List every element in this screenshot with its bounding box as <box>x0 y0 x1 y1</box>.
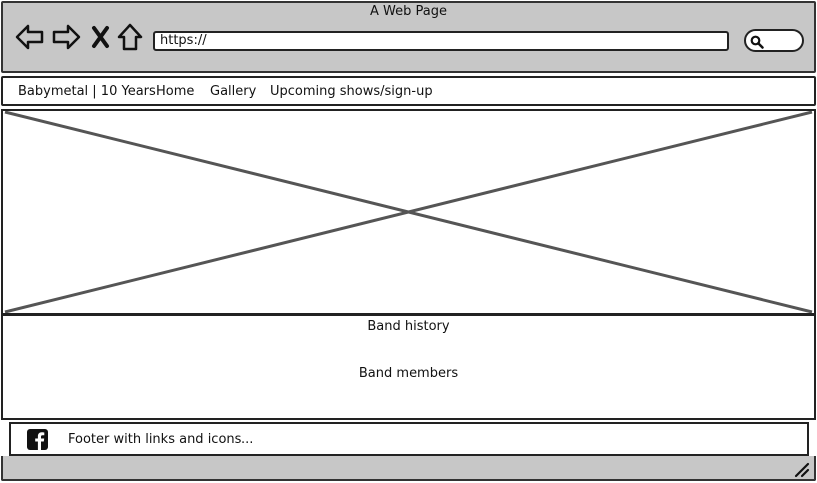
search-icon <box>750 35 764 49</box>
close-icon[interactable] <box>89 22 119 52</box>
hero-image-placeholder <box>1 109 816 315</box>
band-members-heading: Band members <box>358 366 459 381</box>
back-arrow-icon[interactable] <box>15 22 45 52</box>
nav-bar <box>1 76 816 106</box>
nav-brand-link[interactable]: Babymetal | 10 Years <box>18 84 156 99</box>
content-section <box>1 314 816 420</box>
address-bar[interactable]: https:// <box>153 31 729 51</box>
address-url: https:// <box>160 33 207 48</box>
nav-gallery-link[interactable]: Gallery <box>210 84 257 99</box>
footer <box>9 422 809 456</box>
status-bar <box>1 456 816 481</box>
footer-ellipsis: ... <box>241 432 254 447</box>
forward-arrow-icon[interactable] <box>51 22 81 52</box>
band-history-heading: Band history <box>367 319 450 334</box>
nav-shows-link[interactable]: Upcoming shows/sign-up <box>270 84 433 99</box>
search-box[interactable] <box>744 29 804 52</box>
footer-text: Footer with links and icons <box>68 432 242 447</box>
window-title: A Web Page <box>370 4 447 19</box>
facebook-icon[interactable] <box>27 429 48 450</box>
home-icon[interactable] <box>116 22 146 52</box>
resize-handle-icon[interactable] <box>794 462 810 478</box>
nav-home-link[interactable]: Home <box>156 84 195 99</box>
